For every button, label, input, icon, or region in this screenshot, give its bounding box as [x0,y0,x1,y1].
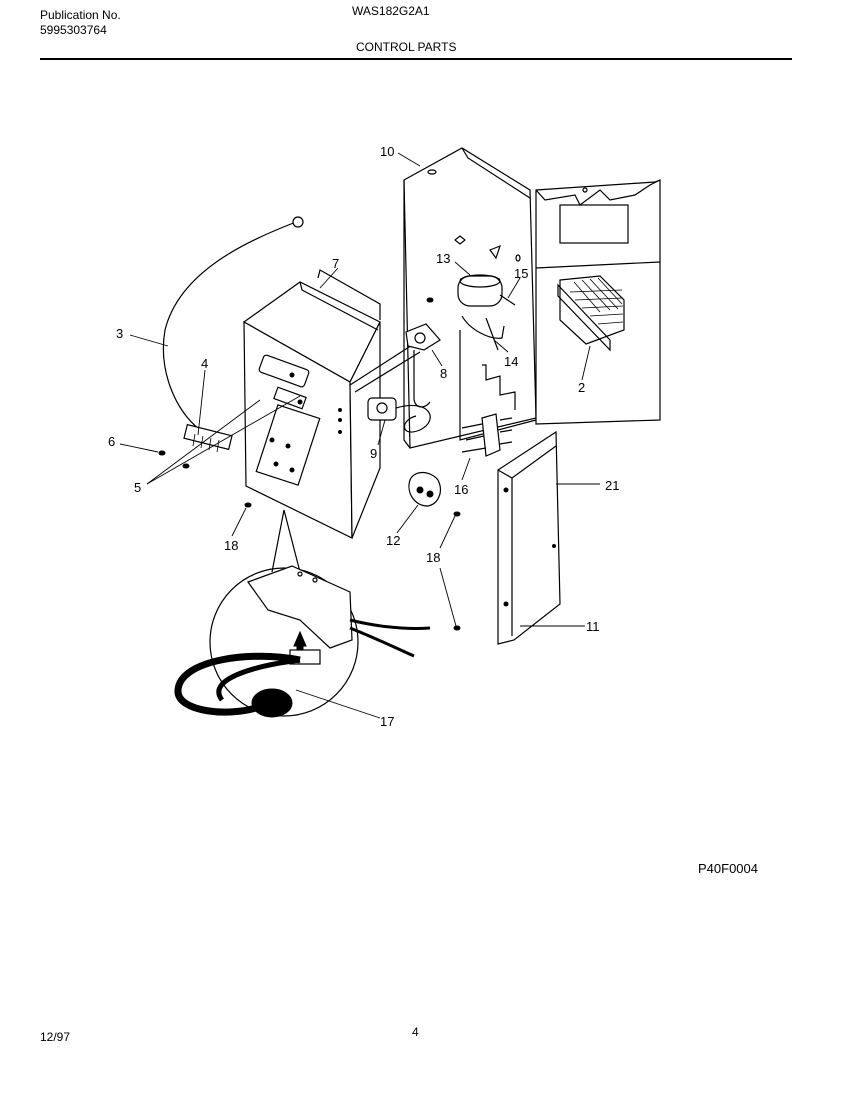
publication-number: 5995303764 [40,23,107,37]
callout-14: 14 [504,354,518,369]
callout-9: 9 [370,446,377,461]
callout-21: 21 [605,478,619,493]
control-box-housing-part [242,269,421,539]
callout-11: 11 [586,619,600,634]
callout-3: 3 [116,326,123,341]
section-title: CONTROL PARTS [356,40,457,54]
page-number: 4 [412,1025,419,1039]
model-number: WAS182G2A1 [352,4,430,18]
callout-4: 4 [201,356,208,371]
drawing-code: P40F0004 [698,861,758,876]
callout-13: 13 [436,251,450,266]
screw-parts [158,297,461,631]
callout-labels: 10 13 15 7 3 2 4 8 14 6 9 5 16 21 12 18 … [108,144,619,729]
callout-5: 5 [134,480,141,495]
control-cover-part [497,430,561,645]
callout-7: 7 [332,256,339,271]
footer-date: 12/97 [40,1030,71,1044]
filter-screen-part [557,275,625,352]
callout-8: 8 [440,366,447,381]
callout-15: 15 [514,266,528,281]
knob-part [408,471,441,507]
callout-10: 10 [380,144,394,159]
callout-6: 6 [108,434,115,449]
terminal-block-part [461,413,513,457]
capacitor-part [457,274,516,307]
power-cord-part [162,216,304,453]
publication-label: Publication No. [40,8,121,22]
thermostat-part [367,397,431,433]
header-rule [40,58,792,60]
capacitor-bracket-part [461,315,505,351]
callout-18b: 18 [426,550,440,565]
callout-2: 2 [578,380,585,395]
callout-17: 17 [380,714,394,729]
callout-16: 16 [454,482,468,497]
callout-18a: 18 [224,538,238,553]
wire-harness-detail [174,509,431,718]
leader-lines [119,152,600,719]
callout-12: 12 [386,533,400,548]
